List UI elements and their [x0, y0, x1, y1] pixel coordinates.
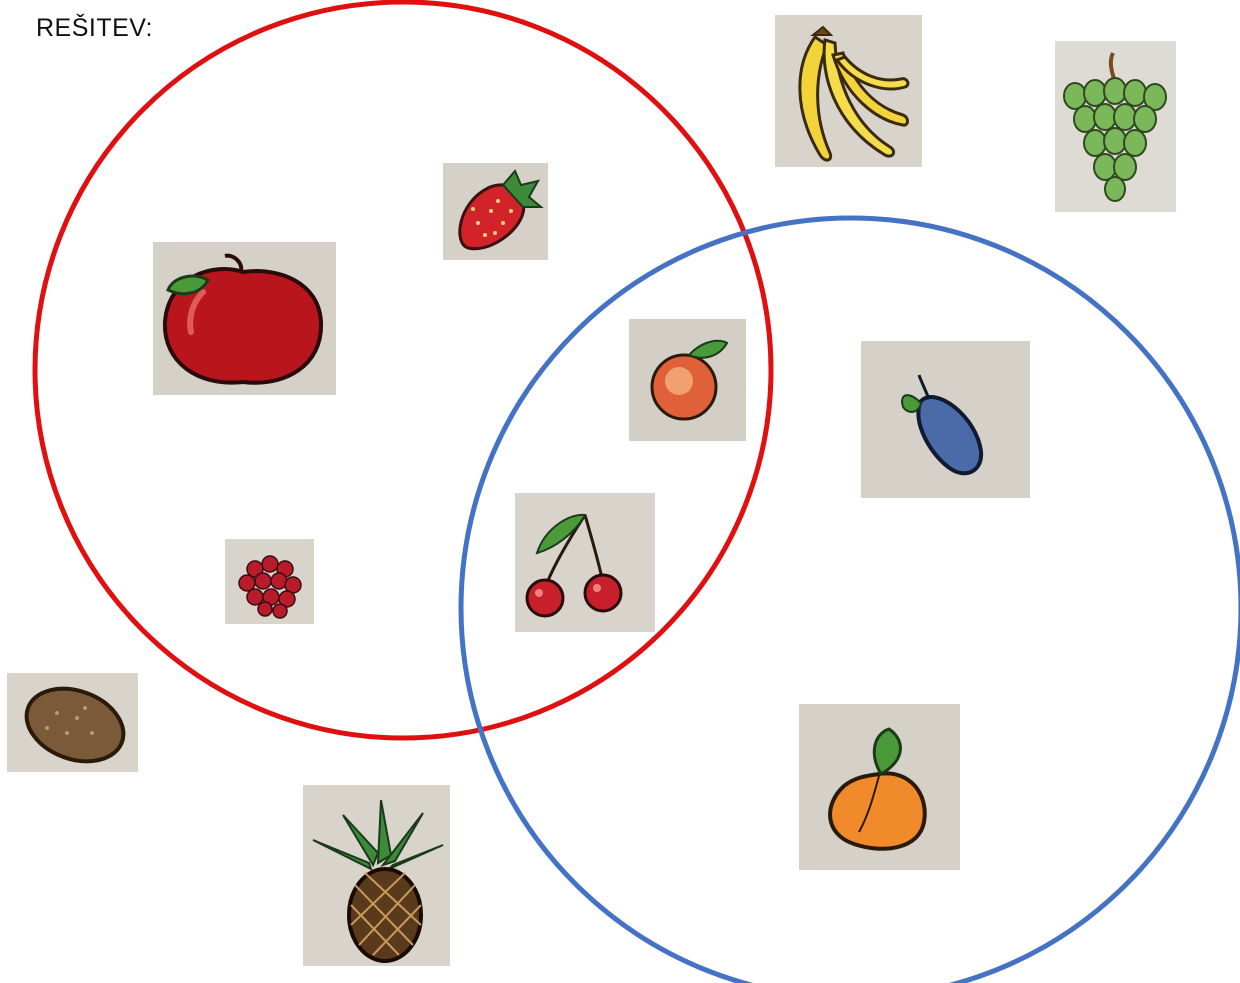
pineapple-icon — [312, 799, 444, 963]
apple-icon — [162, 253, 324, 385]
blue-set-circle — [458, 215, 1240, 983]
plum-card[interactable] — [861, 341, 1030, 498]
peach-icon — [650, 339, 729, 421]
page-title: REŠITEV: — [36, 14, 153, 42]
grapes-card[interactable] — [1055, 41, 1176, 212]
plum-icon — [901, 374, 984, 476]
apricot-icon — [828, 727, 927, 851]
cherries-card[interactable] — [515, 493, 655, 632]
red-set-circle — [32, 0, 774, 741]
cherries-icon — [525, 513, 623, 618]
raspberry-card[interactable] — [225, 539, 314, 624]
kiwi-card[interactable] — [7, 673, 138, 772]
kiwi-icon — [24, 686, 126, 764]
banana-card[interactable] — [775, 15, 922, 167]
apple-card[interactable] — [153, 242, 336, 395]
strawberry-icon — [458, 169, 544, 251]
raspberry-icon — [238, 555, 302, 619]
apricot-card[interactable] — [799, 704, 960, 870]
peach-card[interactable] — [629, 319, 746, 441]
strawberry-card[interactable] — [443, 163, 548, 260]
grapes-icon — [1063, 52, 1167, 202]
banana-icon — [798, 25, 910, 162]
pineapple-card[interactable] — [303, 785, 450, 966]
